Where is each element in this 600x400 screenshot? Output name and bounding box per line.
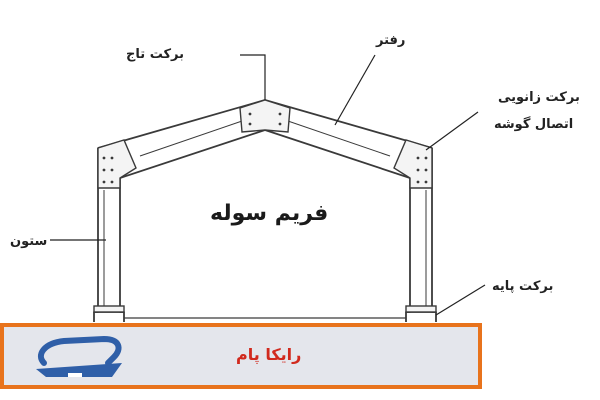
left-column-inner <box>119 178 125 322</box>
bolt <box>110 156 114 160</box>
bolt <box>424 168 428 172</box>
crown-leader <box>240 54 266 100</box>
bolt <box>110 180 114 184</box>
bolt <box>278 122 282 126</box>
left-rafter-mid <box>139 119 246 157</box>
bolt <box>416 180 420 184</box>
company-logo-icon <box>36 335 122 377</box>
left-rafter-top <box>97 99 266 149</box>
bolt <box>424 156 428 160</box>
right-knee-plate <box>393 139 433 189</box>
bracket-plates <box>93 99 437 313</box>
label-rafter: رفتر <box>375 33 405 48</box>
right-column-inner <box>405 178 411 322</box>
bolt <box>102 168 106 172</box>
bolt <box>424 180 428 184</box>
right-rafter-top <box>264 99 433 149</box>
knee-leader <box>425 111 479 151</box>
bolt <box>416 168 420 172</box>
right-rafter-bottom <box>264 129 411 179</box>
rafter-leader <box>334 54 376 126</box>
base-leader <box>435 284 486 316</box>
bolt <box>248 122 252 126</box>
brand-banner: رایکا پام <box>0 323 482 389</box>
left-base-plate <box>93 305 125 313</box>
bolt <box>278 112 282 116</box>
label-base-bracket: برکت پایه <box>492 279 553 294</box>
bolt <box>110 168 114 172</box>
diagram-title: فریم سوله <box>210 201 328 226</box>
right-base-plate <box>405 305 437 313</box>
label-crown-bracket: برکت تاج <box>126 47 184 62</box>
bolt-dots <box>102 112 428 184</box>
brand-name: رایکا پام <box>236 345 302 364</box>
label-knee-bracket-line2: اتصال گوشه <box>494 116 573 132</box>
label-column: ستون <box>10 234 47 249</box>
left-knee-plate <box>97 139 137 189</box>
label-knee-bracket-line1: برکت زانویی <box>498 90 580 105</box>
right-rafter-mid <box>284 119 391 157</box>
bolt <box>102 180 106 184</box>
bolt <box>102 156 106 160</box>
left-rafter-bottom <box>119 129 266 179</box>
bolt <box>248 112 252 116</box>
bolt <box>416 156 420 160</box>
leader-lines <box>50 54 486 316</box>
